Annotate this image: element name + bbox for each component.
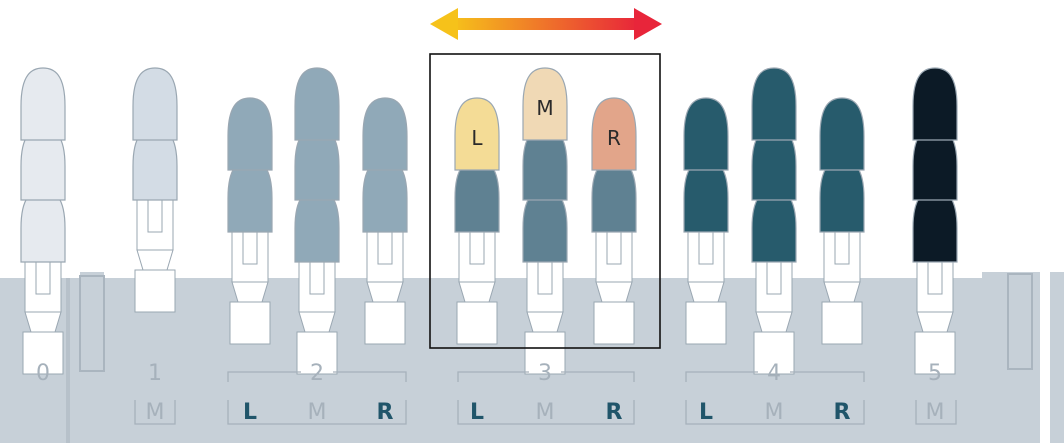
tab-stem [685, 223, 727, 345]
crown [227, 97, 273, 171]
crown [683, 159, 729, 233]
crown [819, 159, 865, 233]
group-bracket [457, 371, 635, 382]
sublabel-tray [915, 400, 957, 425]
shade-tab-group-1 [132, 67, 178, 313]
sublabel-tray [134, 400, 176, 425]
crown [454, 159, 500, 233]
shade-tab-group-3: R [591, 97, 637, 345]
tab-stem [914, 253, 956, 375]
crown [362, 97, 408, 171]
tooth-label-right: R [607, 126, 621, 150]
shade-tab-group-4 [751, 67, 797, 375]
crown [522, 189, 568, 263]
tab-stem [456, 223, 498, 345]
group-number: 0 [36, 361, 50, 386]
accent-crown-left [454, 97, 500, 171]
group-number: 2 [310, 361, 324, 386]
group-bracket [227, 371, 407, 382]
sublabel-M: M [308, 400, 327, 425]
sublabel-L: L [699, 400, 713, 425]
group-label-5: 5M [915, 361, 957, 425]
shade-tab-group-3: M [522, 67, 568, 375]
tab-stem [753, 253, 795, 375]
tab-stem [134, 191, 176, 313]
shade-tab-group-0 [20, 67, 66, 375]
group-3-highlight-box [429, 53, 661, 349]
sublabel-L: L [243, 400, 257, 425]
crown [362, 159, 408, 233]
shade-tab-group-4 [819, 97, 865, 345]
crown [294, 189, 340, 263]
base-left-edge [66, 278, 70, 443]
base-slot-right [1007, 273, 1033, 370]
crown [227, 159, 273, 233]
group-label-0: 0 [36, 361, 50, 386]
crown [751, 189, 797, 263]
tooth-label-middle: M [536, 96, 553, 120]
group-label-3: 3L M R [457, 361, 635, 425]
crown [591, 159, 637, 233]
shade-tab-group-5 [912, 67, 958, 375]
sublabel-M: M [765, 400, 784, 425]
crown [819, 97, 865, 171]
group-number: 4 [767, 361, 781, 386]
tab-stem [593, 223, 635, 345]
shade-tab-group-2 [362, 97, 408, 345]
sublabel-R: R [377, 400, 394, 425]
accent-crown-right [591, 97, 637, 171]
sublabel-M: M [536, 400, 555, 425]
sublabel-tray [457, 400, 635, 425]
sublabel-R: R [606, 400, 623, 425]
crown [912, 67, 958, 141]
crown [294, 67, 340, 141]
crown [20, 189, 66, 263]
crown [912, 189, 958, 263]
group-number: 1 [148, 361, 162, 386]
tooth-label-left: L [471, 126, 483, 150]
crown [132, 67, 178, 141]
shade-tabs: L M R [20, 67, 958, 375]
sublabel-tray [227, 400, 407, 425]
sublabel-M: M [146, 400, 165, 425]
double-arrow-icon [430, 8, 662, 40]
group-number: 5 [928, 361, 942, 386]
tab-stem [364, 223, 406, 345]
tab-stem [22, 253, 64, 375]
tab-stem [524, 253, 566, 375]
crown [751, 67, 797, 141]
accent-crown-middle [522, 67, 568, 141]
sublabel-R: R [834, 400, 851, 425]
tab-stem [821, 223, 863, 345]
group-label-2: 2L M R [227, 361, 407, 425]
crown [683, 97, 729, 171]
shade-tab-group-2 [294, 67, 340, 375]
group-label-1: 1M [134, 361, 176, 425]
group-bracket [685, 371, 865, 382]
tab-stem [229, 223, 271, 345]
sublabel-M: M [926, 400, 945, 425]
shade-tab-group-4 [683, 97, 729, 345]
group-label-4: 4L M R [685, 361, 865, 425]
crown [20, 67, 66, 141]
group-number: 3 [538, 361, 552, 386]
sublabel-tray [685, 400, 865, 425]
base-slot-left [79, 275, 105, 372]
shade-tab-group-3: L [454, 97, 500, 345]
tab-stem [296, 253, 338, 375]
shade-tab-group-2 [227, 97, 273, 345]
sublabel-L: L [470, 400, 484, 425]
